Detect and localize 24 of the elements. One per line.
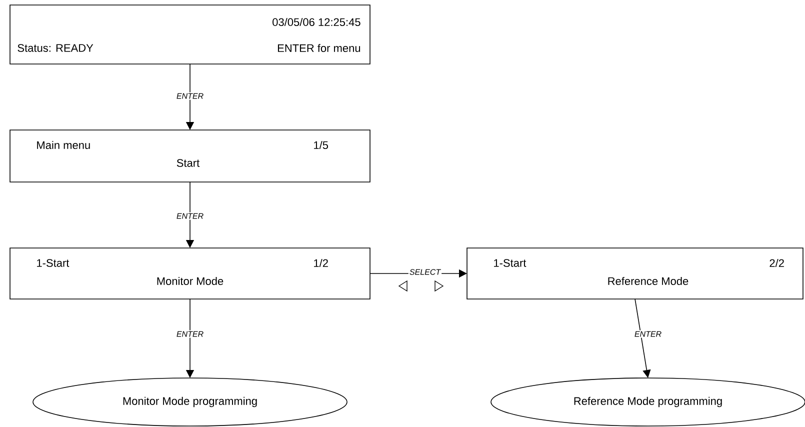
action-ellipse — [32, 378, 348, 426]
display-box — [466, 248, 804, 300]
display-text: 03/05/06 12:25:45 — [272, 18, 360, 26]
edge-label: ENTER — [175, 330, 205, 338]
display-text: Status: READY — [18, 44, 94, 52]
display-box — [10, 4, 370, 64]
display-text: ENTER for menu — [278, 44, 360, 52]
display-text: Start — [176, 159, 200, 167]
edge-label: SELECT — [408, 268, 442, 276]
display-text: 1/2 — [314, 258, 328, 268]
display-text: Monitor Mode — [157, 276, 224, 286]
edge-label: ENTER — [633, 330, 663, 338]
display-text: 2/2 — [770, 258, 784, 268]
display-text: 1/5 — [314, 140, 328, 150]
display-text: Main menu — [37, 140, 90, 150]
display-box — [10, 248, 370, 300]
edge-label: ENTER — [175, 212, 205, 220]
edge-label: ENTER — [175, 92, 205, 100]
display-text: Reference Mode — [608, 276, 688, 286]
display-text: Reference Mode programming — [574, 396, 722, 408]
display-box — [10, 130, 370, 182]
display-text: Monitor Mode programming — [123, 396, 257, 408]
display-text: 1-Start — [494, 259, 526, 267]
display-text: 1-Start — [37, 259, 70, 267]
